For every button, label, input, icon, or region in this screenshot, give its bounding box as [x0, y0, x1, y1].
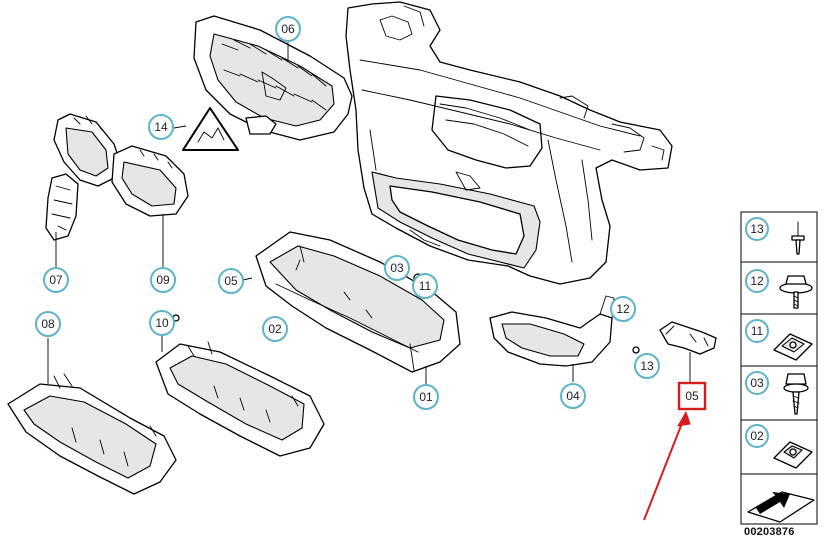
- clip-nut-icon: [773, 333, 813, 361]
- callout-02-label: 02: [268, 322, 282, 336]
- callout-09-label: 09: [156, 273, 170, 287]
- part-07-drawing: [45, 173, 79, 241]
- callout-11: 11: [412, 273, 438, 299]
- callout-02: 02: [262, 316, 288, 342]
- callout-07-label: 07: [49, 273, 63, 287]
- legend-item-arrow-plate: [747, 491, 815, 523]
- legend-item-11-label: 11: [751, 324, 764, 338]
- hex-bolt-washer-icon: [779, 275, 813, 309]
- callout-05-upper: 05: [218, 268, 244, 294]
- fastener-legend: 13 12 11: [740, 211, 818, 525]
- callout-01: 01: [413, 384, 439, 410]
- part-08-drawing: [7, 373, 177, 495]
- front-carrier-drawing: [345, 1, 673, 285]
- callout-06: 06: [275, 16, 301, 42]
- callout-13-label: 13: [640, 359, 654, 373]
- callout-12: 12: [610, 296, 636, 322]
- legend-item-03: 03: [745, 371, 809, 415]
- part-14-drawing: [182, 107, 239, 151]
- legend-item-11: 11: [745, 319, 813, 361]
- red-pointer-arrow: [643, 410, 691, 521]
- callout-11-label: 11: [419, 279, 432, 293]
- legend-item-12: 12: [745, 269, 813, 309]
- part-10-drawing: [155, 341, 325, 457]
- callout-14-label: 14: [154, 120, 168, 134]
- legend-item-13: 13: [745, 217, 805, 255]
- legend-item-03-label: 03: [750, 376, 764, 390]
- callout-08-label: 08: [41, 317, 55, 331]
- callout-01-label: 01: [419, 390, 433, 404]
- callout-06-label: 06: [281, 22, 295, 36]
- drawing-number: 00203876: [744, 526, 795, 538]
- leader-lines: [47, 42, 691, 384]
- callout-08: 08: [35, 311, 61, 337]
- rivet-icon: [791, 221, 805, 255]
- callout-10-label: 10: [155, 316, 169, 330]
- hex-screw-icon: [783, 373, 809, 415]
- callout-12-label: 12: [616, 302, 630, 316]
- legend-item-13-label: 13: [750, 222, 764, 236]
- callout-03: 03: [384, 255, 410, 281]
- part-01-drawing: [255, 231, 461, 373]
- callout-13: 13: [634, 353, 660, 379]
- part-04-drawing: [489, 295, 615, 367]
- legend-item-02-label: 02: [750, 429, 764, 443]
- callout-10: 10: [149, 310, 175, 336]
- callout-09: 09: [150, 267, 176, 293]
- callout-04-label: 04: [566, 389, 580, 403]
- callout-07: 07: [43, 267, 69, 293]
- callout-05-upper-label: 05: [224, 274, 238, 288]
- part-09-drawing: [53, 113, 189, 217]
- highlighted-part-05-label: 05: [685, 389, 699, 403]
- highlighted-part-05: 05: [677, 381, 707, 411]
- part-05-drawing: [659, 321, 717, 355]
- part-06-drawing: [193, 15, 353, 141]
- callout-04: 04: [560, 383, 586, 409]
- legend-item-02: 02: [745, 424, 813, 469]
- callout-14: 14: [148, 114, 174, 140]
- callout-03-label: 03: [390, 261, 404, 275]
- legend-item-12-label: 12: [750, 274, 764, 288]
- arrow-plate-icon: [747, 491, 815, 523]
- spring-nut-icon: [773, 441, 813, 469]
